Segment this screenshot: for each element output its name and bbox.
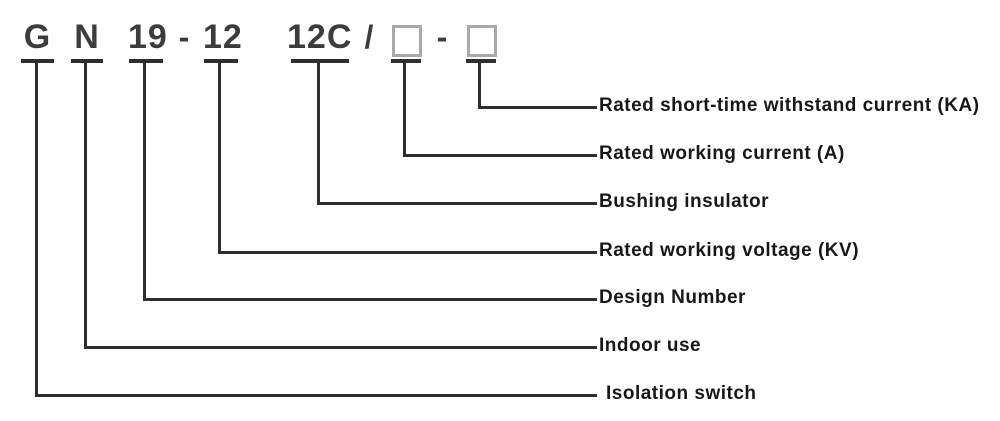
code-part-n: N [74, 18, 100, 56]
connector-vertical-g [34, 62, 38, 397]
separator-dash-1: - [178, 19, 190, 55]
label-rated-working-voltage: Rated working voltage (KV) [599, 240, 860, 261]
label-design-number: Design Number [599, 287, 746, 308]
connector-horizontal-g [34, 394, 597, 397]
underline-box-2 [466, 59, 496, 63]
label-isolation-switch: Isolation switch [606, 383, 757, 404]
underline-12 [204, 59, 238, 63]
connector-vertical-12 [218, 62, 221, 254]
code-part-19: 19 [128, 18, 168, 56]
label-indoor-use: Indoor use [599, 335, 702, 356]
code-part-12c: 12C [287, 18, 353, 56]
connector-vertical-n [84, 62, 87, 349]
code-part-12: 12 [203, 18, 243, 56]
connector-vertical-box-2 [478, 62, 481, 109]
underline-19 [129, 59, 163, 63]
connector-horizontal-12c [317, 202, 597, 205]
connector-vertical-box-1 [403, 62, 406, 157]
underline-n [71, 59, 103, 63]
separator-slash: / [364, 19, 374, 55]
connector-vertical-19 [143, 62, 146, 301]
placeholder-box-icon [467, 25, 497, 57]
connector-horizontal-n [84, 346, 597, 349]
connector-horizontal-box-2 [478, 106, 597, 109]
connector-horizontal-box-1 [403, 154, 597, 157]
label-bushing-insulator: Bushing insulator [599, 191, 769, 212]
connector-horizontal-12 [218, 251, 597, 254]
underline-g [21, 59, 54, 63]
label-rated-working-current: Rated working current (A) [599, 143, 845, 164]
placeholder-box-icon [392, 25, 422, 57]
separator-dash-2: - [436, 19, 448, 55]
underline-12c [291, 59, 349, 63]
connector-vertical-12c [317, 62, 320, 205]
connector-horizontal-19 [143, 298, 597, 301]
label-rated-short-time-withstand-current: Rated short-time withstand current (KA) [599, 95, 980, 116]
underline-box-1 [391, 59, 421, 63]
code-part-g: G [23, 18, 52, 56]
